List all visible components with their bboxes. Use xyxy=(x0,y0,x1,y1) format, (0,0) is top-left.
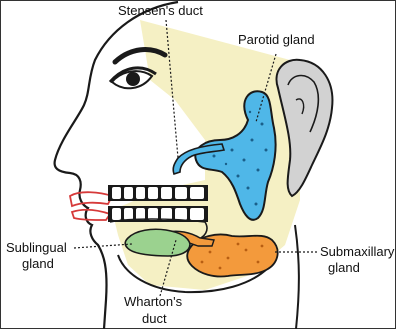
sublingual-gland-shape xyxy=(125,229,190,256)
label-whartons-line1: Wharton's xyxy=(124,294,183,309)
label-sublingual-line1: Sublingual xyxy=(6,240,67,255)
label-sublingual-line2: gland xyxy=(22,256,54,271)
label-parotid-gland: Parotid gland xyxy=(238,32,315,47)
label-submaxillary-line2: gland xyxy=(328,260,360,275)
label-stensens-duct: Stensen's duct xyxy=(118,3,203,18)
label-submaxillary-line1: Submaxillary xyxy=(320,244,395,259)
label-whartons-line2: duct xyxy=(142,311,167,326)
